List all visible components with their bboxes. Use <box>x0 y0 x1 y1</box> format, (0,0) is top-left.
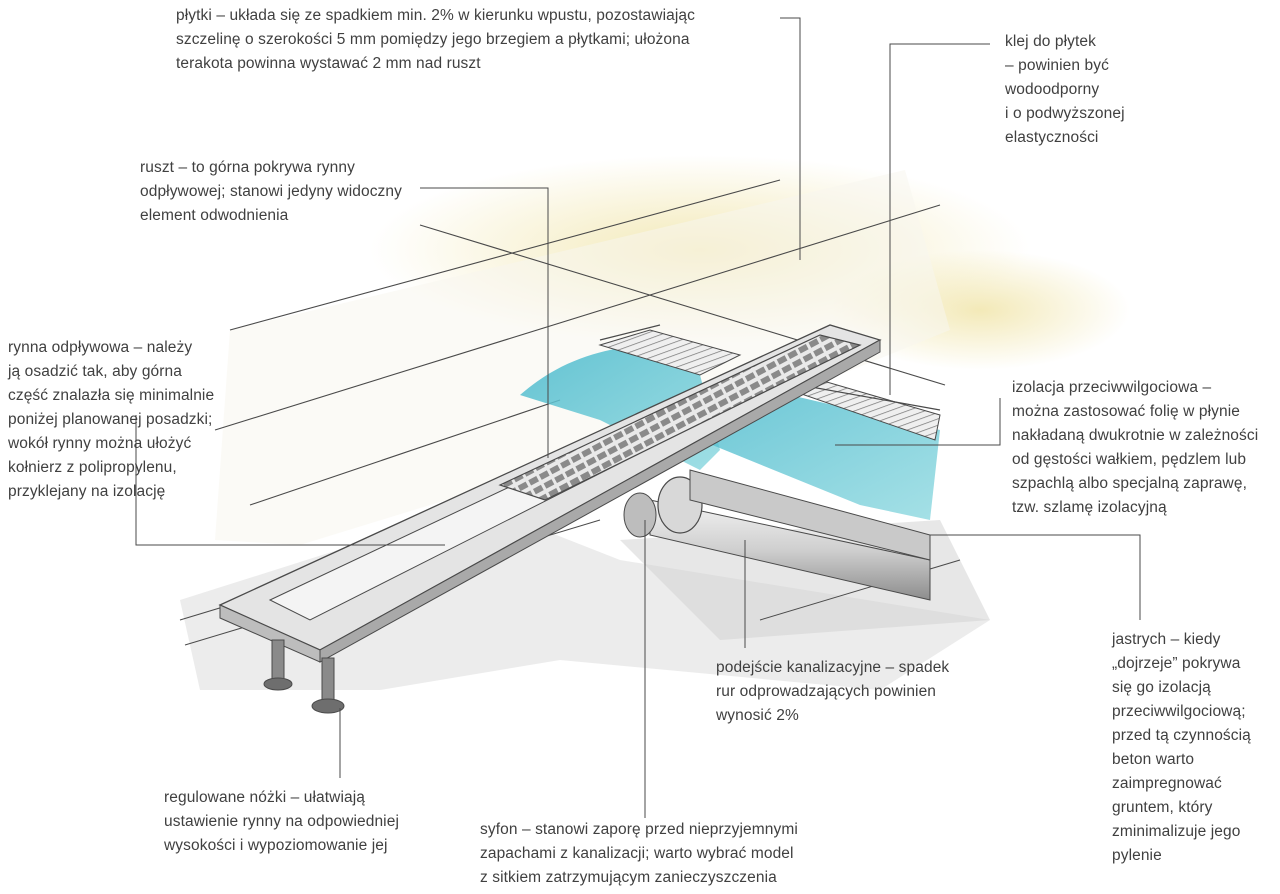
label-ruszt: ruszt – to górna pokrywa rynny odpływowe… <box>140 159 402 224</box>
label-klej: klej do płytek – powinien być wodoodporn… <box>1005 33 1125 146</box>
leader-klej <box>889 43 990 395</box>
label-syfon: syfon – stanowi zaporę przed nieprzyjemn… <box>480 821 798 886</box>
label-izolacja: izolacja przeciwwilgociowa – można zasto… <box>1012 379 1259 516</box>
leader-izolacja <box>835 398 1001 446</box>
label-nozki: regulowane nóżki – ułatwiają ustawienie … <box>164 789 399 854</box>
tile-floor <box>214 155 1130 545</box>
leader-ruszt <box>420 187 549 458</box>
label-podejscie: podejście kanalizacyjne – spadek rur odp… <box>716 659 950 724</box>
label-rynna: rynna odpływowa – należy ją osadzić tak,… <box>8 339 215 500</box>
drain-pipe <box>623 469 931 601</box>
leader-plytki <box>780 17 801 260</box>
label-jastrych: jastrych – kiedy „dojrzeje” pokrywa się … <box>1112 631 1251 864</box>
leader-jastrych <box>930 534 1141 620</box>
label-plytki: płytki – układa się ze spadkiem min. 2% … <box>176 7 695 72</box>
leader-lines <box>135 17 1141 818</box>
drain-grate <box>498 334 862 501</box>
adjustable-legs <box>263 639 345 714</box>
leader-rynna <box>135 415 445 546</box>
